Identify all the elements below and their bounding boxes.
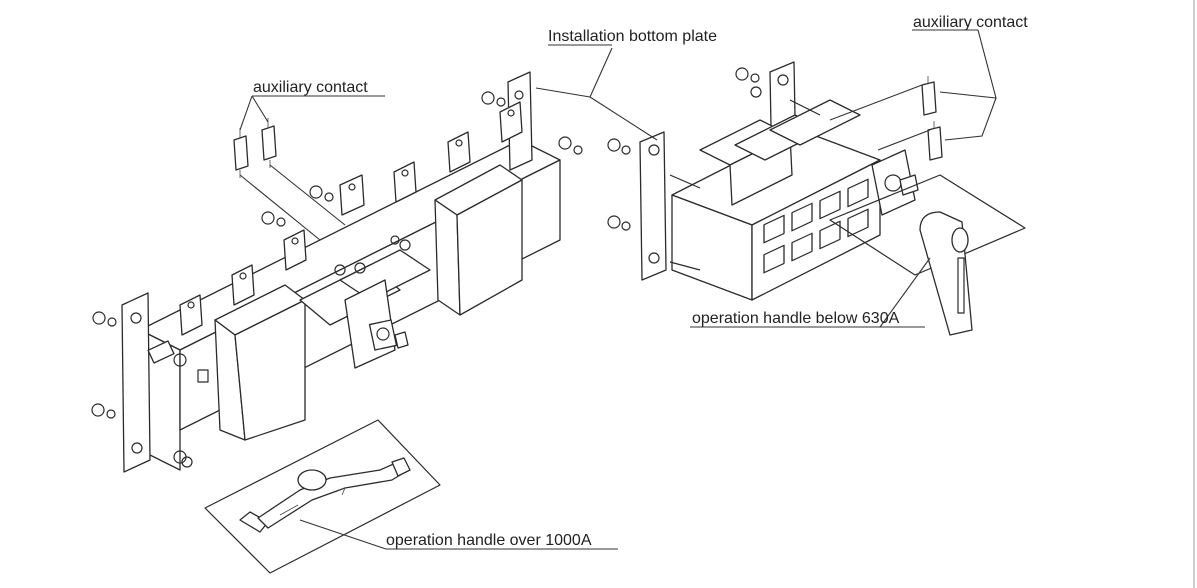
right-switch-assembly (607, 61, 1026, 336)
terminal-windows (763, 178, 869, 274)
auxiliary-contacts-right (829, 76, 943, 161)
label-auxiliary-contact-right: auxiliary contact (913, 14, 1028, 31)
handle-below-630a (829, 174, 1026, 336)
leader-lines (239, 29, 997, 550)
handle-over-1000a (204, 419, 441, 574)
left-switch-assembly (91, 71, 583, 574)
label-handle-below-630a: operation handle below 630A (692, 310, 900, 327)
label-handle-over-1000a: operation handle over 1000A (386, 532, 592, 549)
bolts-left (91, 91, 583, 468)
label-installation-bottom-plate: Installation bottom plate (548, 28, 717, 45)
label-auxiliary-contact-left: auxiliary contact (253, 79, 368, 96)
auxiliary-contacts-left (233, 118, 346, 241)
bolts-right (607, 67, 821, 271)
terminal-tabs (179, 101, 523, 336)
